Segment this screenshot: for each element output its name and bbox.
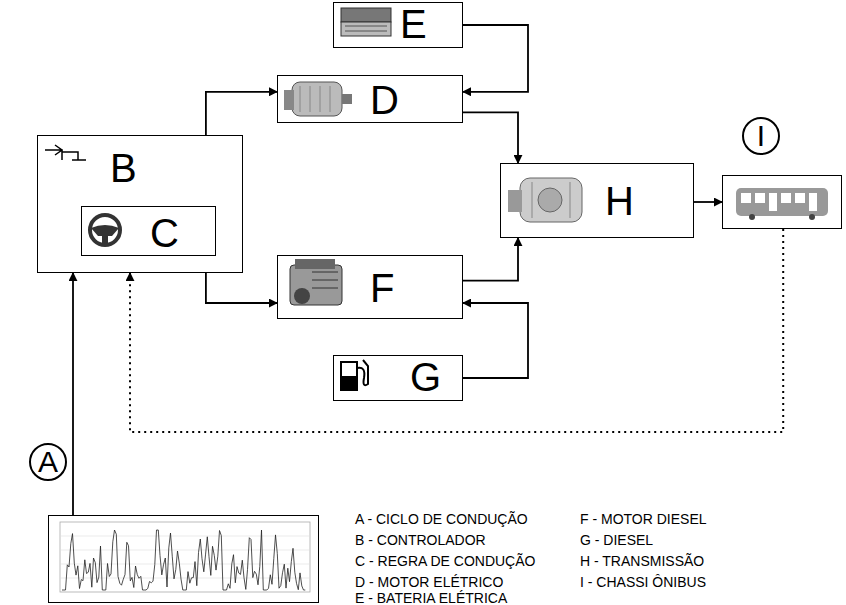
flow-connector [463,25,528,92]
diesel-engine-icon [290,259,342,305]
drive-cycle-box: A [48,515,319,603]
node-letter: B [110,148,137,188]
diesel-engine-box: F [277,255,463,319]
flow-connector [694,201,722,203]
transmission-box: H [500,163,694,238]
node-letter: C [150,213,179,253]
flow-connector [463,238,518,281]
node-letter: D [370,80,399,120]
rule-box: C [81,206,216,256]
drive-cycle-chart [60,522,310,592]
fuel-pump-icon [341,360,368,390]
key-entry: I - CHASSI ÔNIBUS [580,575,706,589]
callout-letter: I [742,117,780,155]
node-letter: E [400,4,427,44]
steering-wheel-icon [90,215,120,245]
electric-motor-icon [284,82,352,116]
key-entry: G - DIESEL [580,533,653,547]
transmission-icon [508,178,582,222]
node-letter: F [370,268,394,308]
battery-box: E [333,2,463,48]
key-entry: C - REGRA DE CONDUÇÃO [355,554,535,568]
battery-icon [341,8,391,36]
flow-connector [463,112,518,163]
key-entry: A - CICLO DE CONDUÇÃO [355,512,528,526]
flow-connector [463,303,528,378]
fuel-box: G [333,355,463,401]
electric-motor-box: D [277,75,463,123]
feedback-connector [130,229,783,432]
callout-letter: A [29,443,67,481]
key-entry: B - CONTROLADOR [355,533,486,547]
node-letter: H [605,181,634,221]
key-entry: E - BATERIA ELÉTRICA [355,591,507,605]
bus-icon [736,188,828,220]
key-entry: F - MOTOR DIESEL [580,512,707,526]
key-entry: D - MOTOR ELÉTRICO [355,575,503,589]
flow-connector [206,273,277,303]
flow-connector [72,273,74,515]
node-letter: G [410,357,441,397]
flow-connector [206,92,277,135]
controller-icon [45,145,86,160]
controller-box: BC [37,135,243,273]
key-entry: H - TRANSMISSÃO [580,554,704,568]
bus-box: I [722,175,842,229]
